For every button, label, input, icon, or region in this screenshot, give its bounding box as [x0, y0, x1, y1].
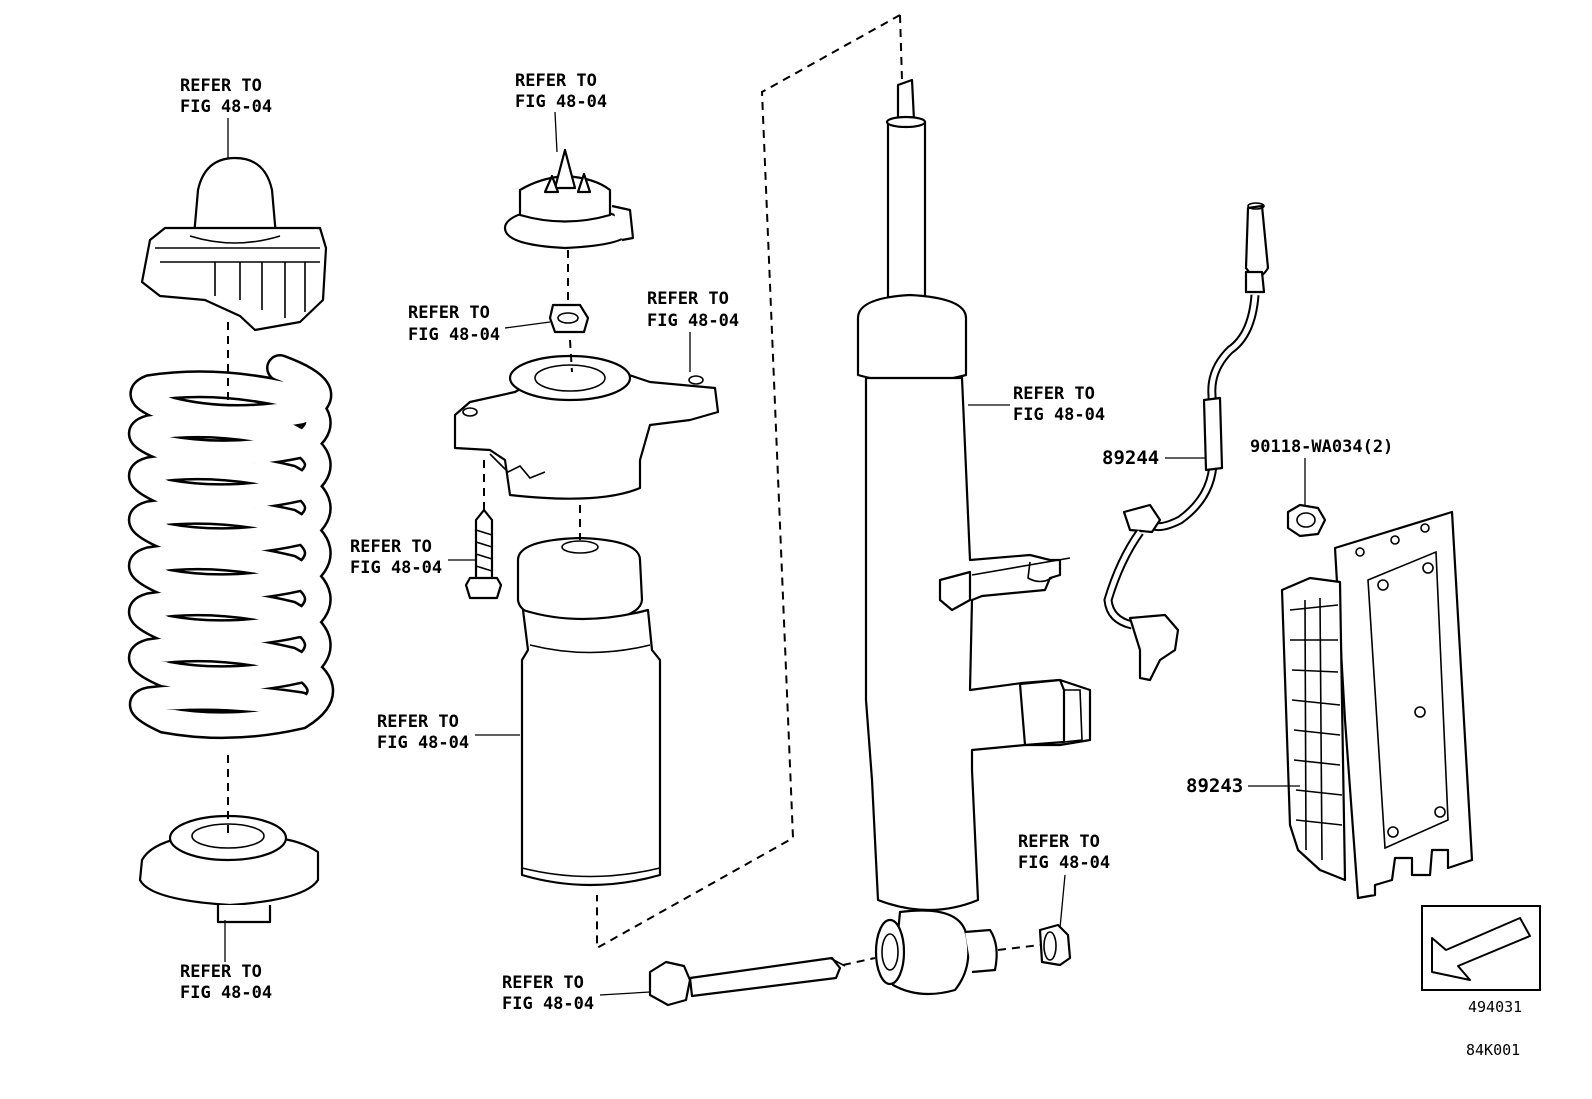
sensor-wire [1103, 202, 1270, 682]
top-cap [503, 148, 635, 250]
refer-line1: REFER TO [1018, 832, 1100, 852]
refer-line2: FIG 48-04 [502, 994, 594, 1014]
refer-line2: FIG 48-04 [180, 97, 272, 117]
refer-line2: FIG 48-04 [647, 311, 739, 331]
coil-spring [127, 354, 335, 740]
mount-bolt [464, 508, 503, 600]
part-number-control-unit: 89243 [1186, 775, 1243, 797]
bolt-90118 [1286, 503, 1327, 538]
refer-line2: FIG 48-04 [515, 92, 607, 112]
refer-label-3: REFER TO FIG 48-04 [408, 303, 500, 345]
refer-label-7: REFER TO FIG 48-04 [180, 962, 272, 1003]
strut-mount [453, 354, 720, 500]
direction-arrow-icon [1431, 917, 1531, 981]
refer-line1: REFER TO [502, 973, 584, 993]
refer-label-1: REFER TO FIG 48-04 [180, 76, 272, 117]
refer-line2: FIG 48-04 [1013, 405, 1105, 425]
refer-line2: FIG 48-04 [408, 325, 500, 345]
part-number-bolt: 90118-WA034(2) [1250, 437, 1393, 457]
refer-line1: REFER TO [350, 537, 432, 557]
leader-lines [224, 111, 1306, 996]
refer-line2: FIG 48-04 [350, 558, 442, 578]
bump-stop [516, 536, 644, 624]
refer-label-2: REFER TO FIG 48-04 [515, 71, 607, 112]
refer-line2: FIG 48-04 [180, 983, 272, 1003]
refer-line1: REFER TO [408, 303, 490, 323]
control-unit [1280, 510, 1474, 900]
refer-line2: FIG 48-04 [377, 733, 469, 753]
strut-nut [548, 303, 590, 334]
figure-code: 84K001 [1466, 1041, 1520, 1059]
refer-line1: REFER TO [515, 71, 597, 91]
lower-bolt [648, 956, 846, 1007]
refer-line2: FIG 48-04 [1018, 853, 1110, 873]
assembly-lines [227, 14, 1041, 966]
refer-line1: REFER TO [377, 712, 459, 732]
refer-line1: REFER TO [180, 962, 262, 982]
refer-line1: REFER TO [180, 76, 262, 96]
refer-label-6: REFER TO FIG 48-04 [377, 712, 469, 753]
dust-boot [520, 608, 662, 887]
refer-label-9: REFER TO FIG 48-04 [1013, 384, 1105, 425]
lower-nut [1038, 923, 1072, 967]
refer-label-4: REFER TO FIG 48-04 [647, 289, 739, 331]
refer-label-5: REFER TO FIG 48-04 [350, 537, 442, 578]
orientation-arrow-box [1421, 905, 1541, 991]
part-number-sensor-wire: 89244 [1102, 447, 1159, 469]
upper-spring-seat [140, 156, 328, 332]
refer-line1: REFER TO [1013, 384, 1095, 404]
refer-line1: REFER TO [647, 289, 729, 309]
illustration-code: 494031 [1468, 998, 1522, 1016]
shock-absorber [856, 78, 1092, 996]
refer-label-8: REFER TO FIG 48-04 [502, 973, 594, 1014]
refer-label-10: REFER TO FIG 48-04 [1018, 832, 1110, 873]
